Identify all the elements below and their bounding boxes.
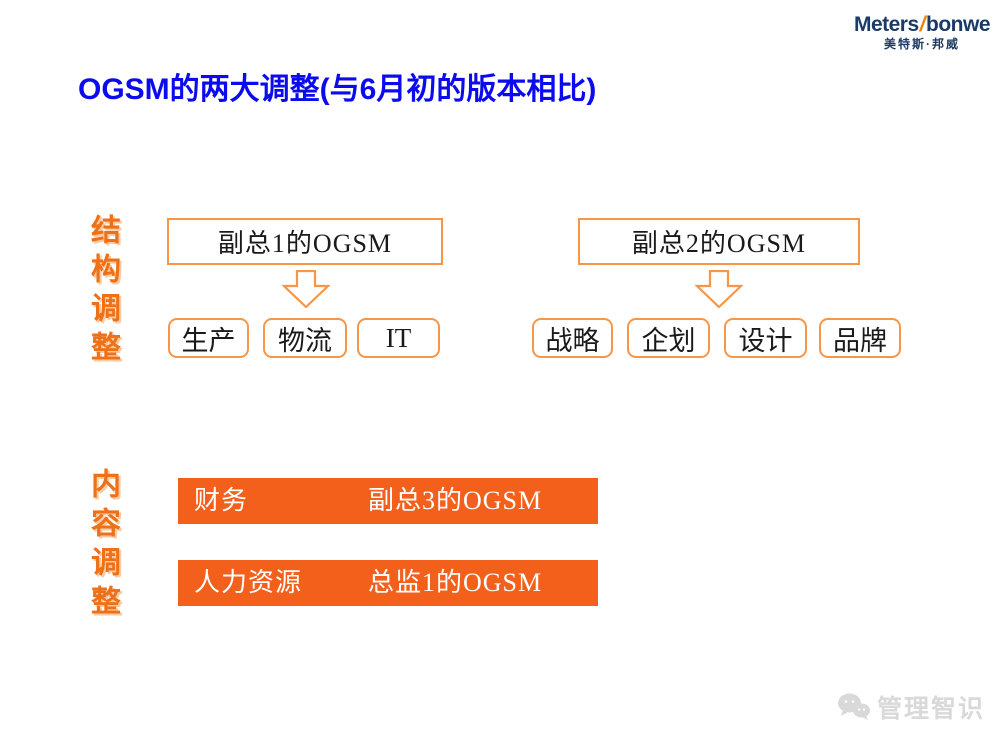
wechat-icon — [837, 693, 870, 720]
dept-box-strategy: 战略 — [532, 318, 613, 358]
brand-name-right: bonwe — [926, 13, 991, 36]
ogsm-box-vp2: 副总2的OGSM — [578, 218, 860, 265]
watermark-text: 管理智识 — [876, 695, 985, 723]
dept-box-brand: 品牌 — [819, 318, 901, 358]
page-title: OGSM的两大调整(与6月初的版本相比) — [78, 73, 597, 106]
content-bar-ogsm: 副总3的OGSM — [368, 486, 543, 515]
dept-box-production: 生产 — [168, 318, 249, 358]
dept-box-design: 设计 — [724, 318, 807, 358]
down-arrow-icon — [282, 270, 330, 308]
dept-box-logistics: 物流 — [263, 318, 347, 358]
down-arrow-icon — [695, 270, 743, 308]
dept-box-it: IT — [357, 318, 440, 358]
content-bar-hr: 人力资源 总监1的OGSM — [178, 560, 598, 606]
brand-name-left: Meters — [853, 13, 919, 36]
section-label-structure: 结构调整 — [86, 214, 119, 370]
content-bar-finance: 财务 副总3的OGSM — [178, 478, 598, 524]
brand-name-chinese: 美特斯·邦威 — [883, 37, 960, 52]
ogsm-box-vp1: 副总1的OGSM — [167, 218, 443, 265]
brand-slash: / — [919, 13, 926, 36]
content-bar-dept: 财务 — [194, 486, 249, 515]
brand-logo: Meters/bonwe 美特斯·邦威 — [853, 13, 991, 52]
section-label-content: 内容调整 — [86, 468, 119, 624]
dept-box-planning: 企划 — [627, 318, 710, 358]
content-bar-dept: 人力资源 — [194, 568, 303, 597]
watermark: 管理智识 — [837, 689, 985, 725]
brand-name: Meters/bonwe — [853, 13, 991, 36]
content-bar-ogsm: 总监1的OGSM — [368, 568, 543, 597]
